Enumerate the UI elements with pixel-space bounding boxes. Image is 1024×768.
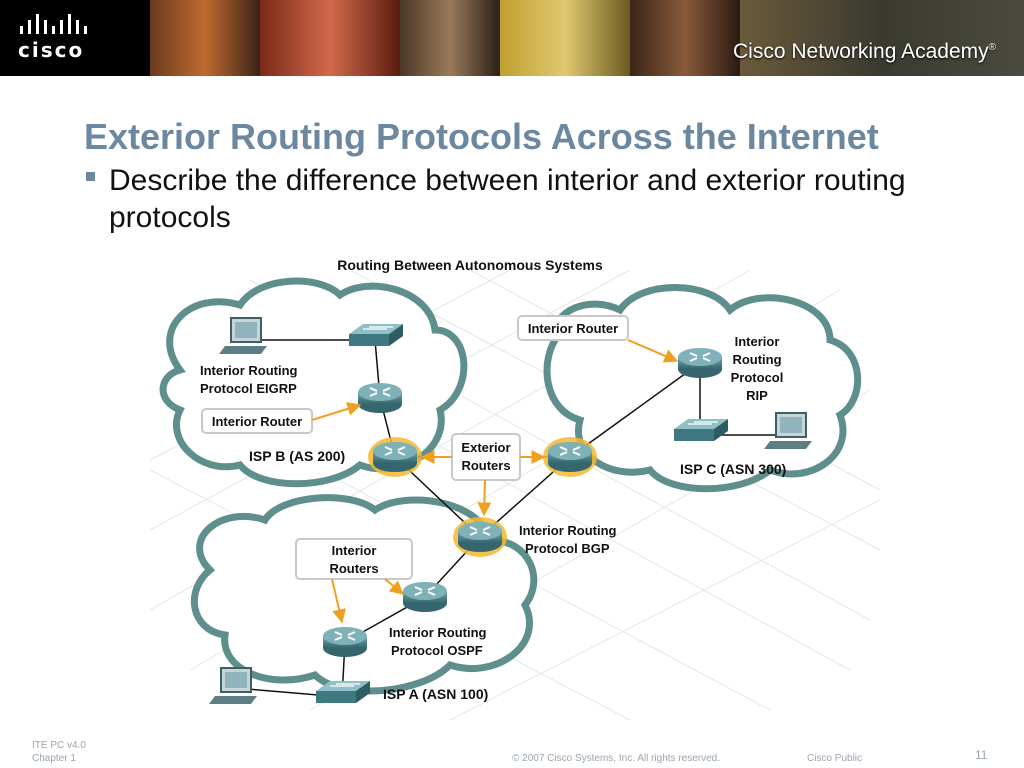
isp-c-name: ISP C (ASN 300) [680,461,786,477]
isp-a-protocol-line2: Protocol OSPF [391,643,483,658]
pc-isp-c-icon [764,412,812,449]
router-isp-b-exterior-icon [373,442,417,472]
slide-title: Exterior Routing Protocols Across the In… [84,116,879,157]
banner-photo-3 [400,0,500,76]
diagram-title: Routing Between Autonomous Systems [337,257,603,273]
academy-registered-mark: ® [988,42,996,53]
pc-isp-b-icon [219,317,267,354]
bgp-protocol-line2: Protocol BGP [525,541,610,556]
isp-c-router-callout: Interior Router [528,321,618,336]
isp-c-protocol-line3: Protocol [731,370,784,385]
pc-isp-a-icon [209,667,257,704]
network-diagram: Routing Between Autonomous Systems Inter… [150,257,880,720]
cisco-logo: cisco [0,0,150,76]
isp-b-name: ISP B (AS 200) [249,448,345,464]
banner-photo-2 [260,0,400,76]
isp-c-protocol-line4: RIP [746,388,768,403]
isp-a-routers-line1: Interior [332,543,377,558]
isp-a-routers-line2: Routers [329,561,378,576]
isp-c-protocol-line2: Routing [732,352,781,367]
header-banner: cisco Cisco Networking Academy® [0,0,1024,76]
router-isp-c-interior-icon [678,348,722,378]
router-isp-a-interior-1-icon [403,582,447,612]
isp-a-protocol-line1: Interior Routing [389,625,487,640]
router-isp-b-interior-icon [358,383,402,413]
router-isp-a-exterior-icon [458,522,502,552]
bullet-square-icon [86,172,95,181]
cisco-logo-bars-icon [20,14,92,34]
callout-arrows [311,339,679,624]
cisco-logo-text: cisco [18,38,85,62]
router-isp-c-exterior-icon [548,442,592,472]
bullet-text: Describe the difference between interior… [109,164,906,234]
exterior-routers-line1: Exterior [461,440,510,455]
callout-box-isp-c-router [517,315,629,341]
switch-isp-b-icon [349,324,403,346]
switch-isp-c-icon [674,419,728,441]
callout-box-isp-b-router [201,408,313,434]
isp-b-router-callout: Interior Router [212,414,302,429]
bgp-protocol-line1: Interior Routing [519,523,617,538]
banner-photo-6 [740,0,1024,76]
banner-photo-5 [630,0,740,76]
footer-course-line1: ITE PC v4.0 [32,740,86,751]
footer-classification: Cisco Public [807,753,863,764]
footer-course-line2: Chapter 1 [32,753,76,764]
isp-b-protocol-line1: Interior Routing [200,363,298,378]
switch-isp-a-icon [316,681,370,703]
isp-a-name: ISP A (ASN 100) [383,686,488,702]
academy-name: Cisco Networking Academy® [733,40,996,64]
footer-copyright: © 2007 Cisco Systems, Inc. All rights re… [512,753,721,764]
academy-name-text: Cisco Networking Academy [733,40,989,63]
callout-box-isp-a-routers [295,538,413,580]
isp-b-protocol-line2: Protocol EIGRP [200,381,297,396]
exterior-routers-line2: Routers [461,458,510,473]
footer-page-number: 11 [975,748,988,762]
router-isp-a-interior-2-icon [323,627,367,657]
banner-photo-4 [500,0,630,76]
isp-c-protocol-line1: Interior [735,334,780,349]
banner-photo-1 [150,0,260,76]
